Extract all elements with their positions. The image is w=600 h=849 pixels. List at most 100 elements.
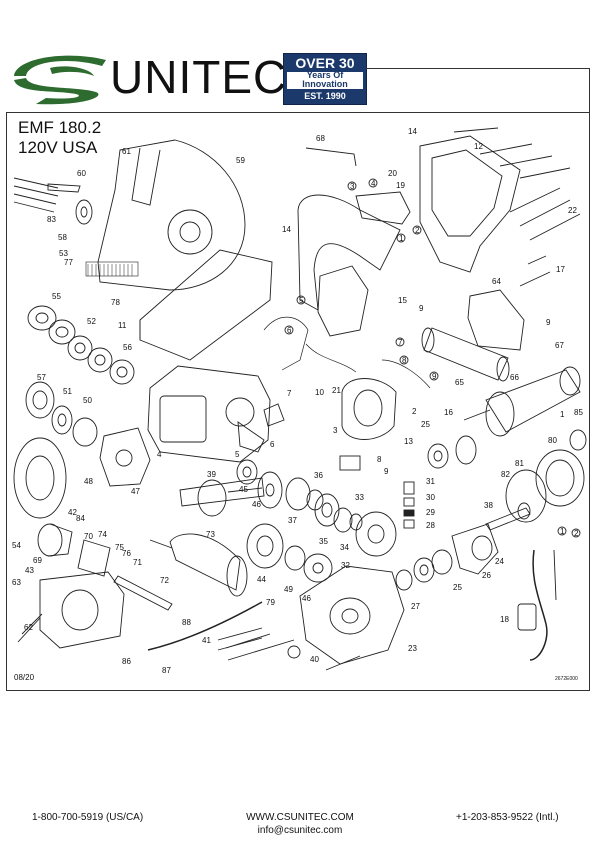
callout-62: 62 xyxy=(24,623,33,632)
part-wiring xyxy=(237,316,431,453)
callout-73: 73 xyxy=(206,530,215,539)
callout-46-a: 46 xyxy=(252,500,261,509)
wire-callout-8: 8 xyxy=(402,356,407,365)
wire-callout-2: 2 xyxy=(415,226,420,235)
callout-22: 22 xyxy=(568,206,577,215)
callout-42: 42 xyxy=(68,508,77,517)
callout-56: 56 xyxy=(123,343,132,352)
footer-phone-us[interactable]: 1-800-700-5919 (US/CA) xyxy=(32,812,144,823)
date-code: 08/20 xyxy=(14,673,35,682)
callout-85: 85 xyxy=(574,408,583,417)
part-switch xyxy=(305,147,411,225)
callout-21: 21 xyxy=(332,386,341,395)
callout-9-b: 9 xyxy=(419,304,424,313)
part-shaft xyxy=(485,502,531,531)
part-handle-frame xyxy=(297,194,401,337)
footer-email-link[interactable]: info@csunitec.com xyxy=(257,825,343,836)
callout-70: 70 xyxy=(84,532,93,541)
badge-white-band xyxy=(287,72,363,89)
callout-52: 52 xyxy=(87,317,96,326)
callout-81: 81 xyxy=(515,459,524,468)
callout-labels: 1 2 3 4 5 6 7 8 9 9 9 10 11 12 13 14 14 … xyxy=(12,127,583,675)
callout-51: 51 xyxy=(63,387,72,396)
callout-60: 60 xyxy=(77,169,86,178)
part-ring-gear xyxy=(505,429,587,523)
callout-11: 11 xyxy=(118,321,127,330)
callout-59: 59 xyxy=(236,156,245,165)
callout-78: 78 xyxy=(111,298,120,307)
part-gears-middle xyxy=(236,459,363,533)
callout-14-b: 14 xyxy=(282,225,291,234)
footer-website-link[interactable]: WWW.CSUNITEC.COM xyxy=(246,812,354,823)
callout-41: 41 xyxy=(202,636,211,645)
callout-84: 84 xyxy=(76,514,85,523)
part-brushes xyxy=(339,455,415,529)
callout-76: 76 xyxy=(122,549,131,558)
callout-87: 87 xyxy=(162,666,171,675)
callout-50: 50 xyxy=(83,396,92,405)
part-gear-32 xyxy=(355,511,397,557)
wire-callout-4: 4 xyxy=(371,179,376,188)
callout-45: 45 xyxy=(239,485,248,494)
drawing-code: 2672E000 xyxy=(555,676,578,682)
wire-callout-7: 7 xyxy=(398,338,403,347)
part-guard-plate xyxy=(139,249,273,361)
callout-66: 66 xyxy=(510,373,519,382)
part-blade-guard xyxy=(85,139,246,291)
callout-27: 27 xyxy=(411,602,420,611)
part-left-housing xyxy=(13,437,125,649)
callout-5: 5 xyxy=(235,450,240,459)
frame-line xyxy=(6,112,7,690)
callout-75: 75 xyxy=(115,543,124,552)
callout-17: 17 xyxy=(556,265,565,274)
wire-callout-3: 3 xyxy=(350,182,355,191)
callout-44: 44 xyxy=(257,575,266,584)
callout-43: 43 xyxy=(25,566,34,575)
part-motor-bracket xyxy=(467,289,525,351)
part-armature xyxy=(463,366,581,437)
callout-82: 82 xyxy=(501,470,510,479)
callout-16: 16 xyxy=(444,408,453,417)
callout-3: 3 xyxy=(333,426,338,435)
callout-72: 72 xyxy=(160,576,169,585)
callout-34: 34 xyxy=(340,543,349,552)
model-name: EMF 180.2 xyxy=(18,118,102,137)
callout-53: 53 xyxy=(59,249,68,258)
callout-8: 8 xyxy=(377,455,382,464)
part-side-handle xyxy=(149,533,248,597)
part-power-cord xyxy=(517,549,557,661)
part-spindle xyxy=(179,477,265,517)
callout-30: 30 xyxy=(426,493,435,502)
footer-phone-intl[interactable]: +1-203-853-9522 (Intl.) xyxy=(456,812,559,823)
callout-67: 67 xyxy=(555,341,564,350)
part-field-stator xyxy=(341,378,397,440)
callout-37: 37 xyxy=(288,516,297,525)
callout-23: 23 xyxy=(408,644,417,653)
callout-57: 57 xyxy=(37,373,46,382)
callout-71: 71 xyxy=(133,558,142,567)
callout-39: 39 xyxy=(207,470,216,479)
callout-31: 31 xyxy=(426,477,435,486)
callout-48: 48 xyxy=(84,477,93,486)
callout-40: 40 xyxy=(310,655,319,664)
part-bolts-left xyxy=(13,177,93,225)
callout-77: 77 xyxy=(64,258,73,267)
frame-line xyxy=(366,68,590,69)
callout-80: 80 xyxy=(548,436,557,445)
part-bearings-right xyxy=(395,435,499,591)
callout-10: 10 xyxy=(315,388,324,397)
part-washers-stack xyxy=(25,305,135,447)
callout-28: 28 xyxy=(426,521,435,530)
cs-swoosh-logo-icon xyxy=(14,55,106,105)
callout-69: 69 xyxy=(33,556,42,565)
part-rollers xyxy=(421,327,510,382)
callout-25-b: 25 xyxy=(453,583,462,592)
wire-callout-2-cord: 2 xyxy=(574,529,579,538)
part-bolts-right xyxy=(453,127,581,287)
callout-38: 38 xyxy=(484,501,493,510)
frame-line xyxy=(6,690,590,691)
wire-callout-5: 5 xyxy=(299,296,304,305)
callout-9-c: 9 xyxy=(546,318,551,327)
callout-58: 58 xyxy=(58,233,67,242)
brand-name: UNITEC xyxy=(110,51,288,103)
